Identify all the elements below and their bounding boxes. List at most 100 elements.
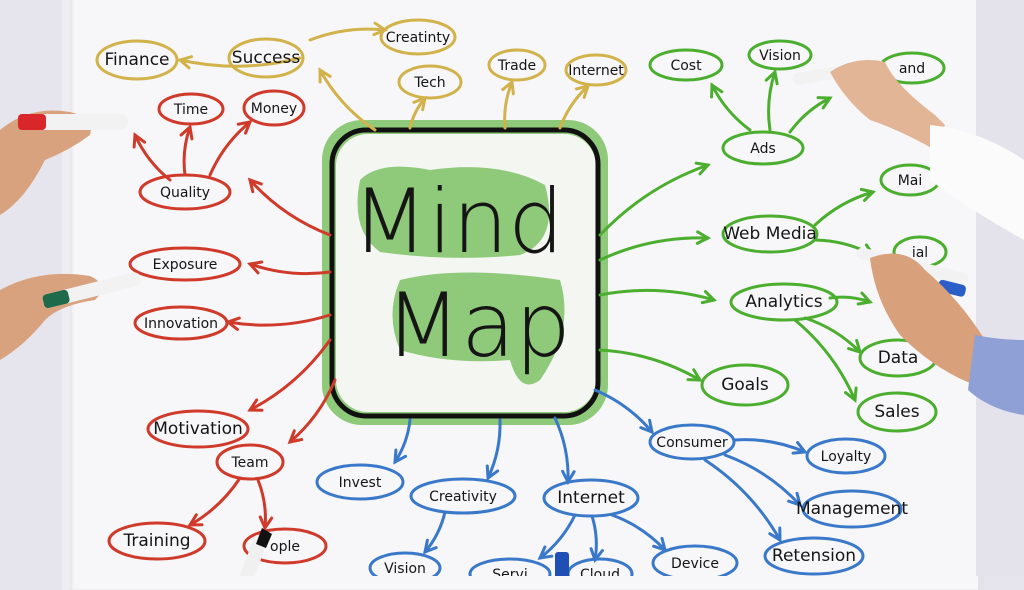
arrowhead-icon <box>501 79 515 96</box>
node-outline <box>215 443 285 481</box>
arrowhead-icon <box>856 291 873 306</box>
center-title-line1: Mind <box>352 170 564 273</box>
yellow-node: Finance <box>95 39 179 81</box>
node-outline <box>700 363 790 407</box>
blue-node: Cloud <box>566 557 634 576</box>
blue-node: Management <box>796 489 908 529</box>
yellow-connector-arrow <box>178 56 302 68</box>
node-outline <box>651 544 739 576</box>
node-outline <box>542 478 640 518</box>
marker-bottom-black <box>239 528 272 576</box>
yellow-node: Creatinty <box>379 18 457 56</box>
yellow-connector-arrow <box>558 84 590 130</box>
node-outline <box>138 173 232 211</box>
blue-connector-arrow <box>703 458 782 542</box>
blue-node: Servi <box>468 557 552 576</box>
node-outline <box>763 536 865 576</box>
red-node: Motivation <box>146 409 250 449</box>
node-outline <box>315 463 405 501</box>
node-outline <box>107 521 207 561</box>
node-label: Vision <box>384 561 426 576</box>
node-label: Invest <box>339 475 382 491</box>
node-label: Cost <box>670 58 702 74</box>
blue-node: Creativity <box>409 477 517 515</box>
node-label: Sales <box>874 402 919 422</box>
red-node: Innovation <box>133 305 229 341</box>
node-label: Success <box>232 48 301 68</box>
blue-node: Vision <box>368 551 442 576</box>
node-outline <box>95 39 179 81</box>
node-outline <box>468 557 552 576</box>
node-label: Consumer <box>656 435 728 451</box>
node-label: Tech <box>413 75 445 91</box>
node-label: Creatinty <box>386 30 450 46</box>
green-connector-arrow <box>828 295 872 304</box>
node-label: Servi <box>492 567 527 576</box>
node-outline <box>721 214 819 254</box>
arrowhead-icon <box>247 398 264 412</box>
blue-connector-arrow <box>610 513 667 552</box>
node-label: Data <box>878 348 919 368</box>
red-connector-arrow <box>248 262 332 276</box>
blue-connector-arrow <box>553 416 570 484</box>
blue-connector-arrow <box>538 513 577 560</box>
node-label: Exposure <box>153 257 218 273</box>
red-node: Team <box>215 443 285 481</box>
yellow-node: Trade <box>487 48 547 82</box>
node-label: Mai <box>898 173 923 189</box>
node-label: Creativity <box>429 489 497 505</box>
red-connector-arrow <box>133 133 172 182</box>
blue-connector-arrow <box>593 388 654 434</box>
blue-node: Internet <box>542 478 640 518</box>
marker-bottom-blue <box>555 552 569 576</box>
blue-node: Consumer <box>648 423 736 461</box>
node-outline <box>397 64 463 100</box>
node-outline <box>128 246 242 282</box>
blue-connector-arrow <box>733 438 807 454</box>
hand-left-top <box>0 110 128 215</box>
arrowhead-icon <box>694 161 711 176</box>
arrowhead-icon <box>187 513 204 527</box>
arrowhead-icon <box>247 260 264 275</box>
blue-connector-arrow <box>590 514 598 562</box>
arrowhead-icon <box>485 464 500 481</box>
green-connector-arrow <box>598 348 702 382</box>
arrowhead-icon <box>247 177 263 194</box>
arrowhead-icon <box>422 538 438 555</box>
arrowhead-icon <box>132 132 147 149</box>
blue-connector-arrow <box>393 418 412 464</box>
arrowhead-icon <box>710 82 724 99</box>
arrowhead-icon <box>816 96 833 110</box>
blue-node: Loyalty <box>805 437 887 475</box>
green-connector-arrow <box>598 236 710 262</box>
node-outline <box>721 130 805 166</box>
node-outline <box>801 489 903 529</box>
red-node: Quality <box>138 173 232 211</box>
node-label: Web Media <box>723 224 817 244</box>
node-outline <box>368 551 442 576</box>
green-connector-arrow <box>803 316 862 354</box>
node-label: ople <box>270 539 300 555</box>
green-connector-arrow <box>598 163 710 237</box>
hand-right-bottom <box>856 247 1024 415</box>
arrowhead-icon <box>764 69 779 86</box>
node-outline <box>227 37 305 79</box>
center-title-line2: Map <box>385 274 571 377</box>
node-label: Device <box>671 556 719 572</box>
node-label: and <box>899 61 925 77</box>
blue-connector-arrow <box>486 418 502 480</box>
node-label: Time <box>173 102 208 118</box>
arrowhead-icon <box>537 545 554 560</box>
node-label: Loyalty <box>821 449 872 465</box>
green-connector-arrow <box>788 96 832 134</box>
arrowhead-icon <box>639 418 655 435</box>
green-node: Web Media <box>721 214 819 254</box>
yellow-node: Internet <box>564 53 628 87</box>
node-outline <box>157 92 225 126</box>
green-connector-arrow <box>793 318 857 402</box>
node-label: Management <box>796 499 908 519</box>
node-label: Vision <box>759 48 801 64</box>
wall <box>976 0 1024 576</box>
node-label: Innovation <box>144 316 218 332</box>
